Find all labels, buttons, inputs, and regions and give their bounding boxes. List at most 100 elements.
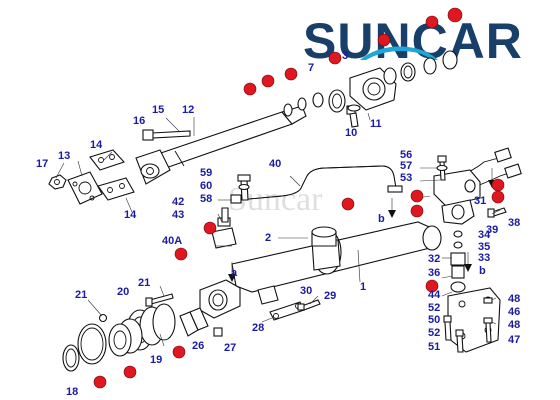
badge-top: [447, 7, 463, 23]
nut-17: [48, 174, 67, 190]
callout-2: 2: [265, 232, 271, 244]
screw-38: [487, 207, 507, 218]
callout-59: 59: [200, 167, 212, 179]
callout-40: 40: [269, 158, 281, 170]
callout-13: 13: [58, 150, 70, 162]
callout-38: 38: [508, 217, 520, 229]
callout-19: 19: [150, 354, 162, 366]
callout-14-upper: 14: [90, 139, 103, 151]
callout-53: 53: [400, 172, 412, 184]
callout-51: 51: [428, 341, 440, 353]
small-parts-stack: [450, 230, 466, 293]
callout-labels: 1 2 3 7 10 11 12 13 14 14 15 16 17 18 19…: [36, 50, 520, 398]
badge-l1: [261, 74, 275, 88]
badge-l5: [174, 247, 188, 261]
badge-t3: [377, 33, 391, 47]
callout-56: 56: [400, 149, 412, 161]
callout-40A: 40A: [162, 235, 182, 247]
callout-48-upper: 48: [508, 293, 520, 305]
badge-b2: [123, 365, 137, 379]
bolts-47-52: [443, 297, 493, 353]
badge-r4: [491, 178, 505, 192]
badge-r3: [410, 204, 424, 218]
collar-26: [179, 307, 209, 337]
screw-29: [297, 299, 321, 311]
callout-b-right: b: [479, 265, 486, 277]
wiper-rings: [383, 50, 458, 85]
pipe-40: [230, 165, 403, 204]
badge-r1: [341, 197, 355, 211]
badge-t2: [425, 15, 439, 29]
boss-2: [311, 226, 337, 247]
callout-44: 44: [428, 289, 441, 301]
o-ring-18: [62, 344, 80, 372]
bolt-10: [346, 104, 361, 128]
callout-21-right: 21: [138, 277, 150, 289]
badge-l2: [284, 67, 298, 81]
callout-20: 20: [117, 286, 129, 298]
screw-20: [145, 293, 174, 307]
badge-r5: [491, 190, 505, 204]
callout-60: 60: [200, 180, 212, 192]
callout-31: 31: [474, 195, 486, 207]
callout-29: 29: [324, 290, 336, 302]
callout-7: 7: [308, 62, 314, 74]
cylinder-tube-1: [199, 221, 442, 319]
upper-rod-assembly: [135, 105, 307, 185]
callout-42: 42: [172, 196, 184, 208]
badge-b1: [93, 375, 107, 389]
callout-11: 11: [370, 118, 382, 130]
callout-39: 39: [486, 224, 498, 236]
callout-16: 16: [133, 115, 145, 127]
callout-26: 26: [192, 340, 204, 352]
leader-lines: [55, 117, 501, 347]
callout-3: 3: [342, 50, 348, 62]
callout-28: 28: [252, 322, 264, 334]
callout-50: 50: [428, 314, 440, 326]
valve-block-31: [433, 169, 481, 225]
badge-b3: [172, 345, 186, 359]
callout-36: 36: [428, 267, 440, 279]
callout-15: 15: [152, 104, 164, 116]
badge-r2: [410, 189, 424, 203]
callout-12: 12: [182, 104, 194, 116]
badge-l4: [203, 221, 217, 235]
bushing: [328, 89, 346, 113]
washer-21: [98, 313, 108, 323]
callout-34: 34: [478, 229, 491, 241]
callout-a: a: [231, 267, 238, 279]
badge-l3: [243, 82, 257, 96]
callout-18: 18: [66, 386, 78, 398]
callout-52-lower: 52: [428, 327, 440, 339]
callout-21-left: 21: [75, 289, 87, 301]
callout-b-left: b: [378, 213, 385, 225]
callout-35: 35: [478, 241, 490, 253]
callout-14-lower: 14: [124, 209, 137, 221]
callout-48-lower: 48: [508, 319, 520, 331]
piston-seals: [108, 303, 176, 357]
callout-43: 43: [172, 209, 184, 221]
callout-17: 17: [36, 158, 48, 170]
callout-1: 1: [360, 281, 366, 293]
callout-52-upper: 52: [428, 302, 440, 314]
callout-33: 33: [478, 252, 490, 264]
callout-57: 57: [400, 160, 412, 172]
bracket-40A: [211, 207, 237, 249]
callout-32: 32: [428, 253, 440, 265]
bolt-59: [237, 174, 251, 201]
callout-27: 27: [224, 342, 236, 354]
bolt-15: [142, 129, 191, 141]
seal-rings-upper: [283, 92, 324, 117]
callout-30: 30: [300, 285, 312, 297]
callout-46: 46: [508, 306, 520, 318]
callout-47: 47: [508, 334, 520, 346]
callout-58: 58: [200, 193, 212, 205]
bolt-27: [213, 327, 223, 337]
red-badges: [93, 7, 505, 389]
split-flange-lower: [97, 177, 135, 201]
flange-13: [67, 171, 103, 205]
backup-ring: [77, 323, 107, 365]
logo-accent-swoosh: [360, 46, 438, 60]
